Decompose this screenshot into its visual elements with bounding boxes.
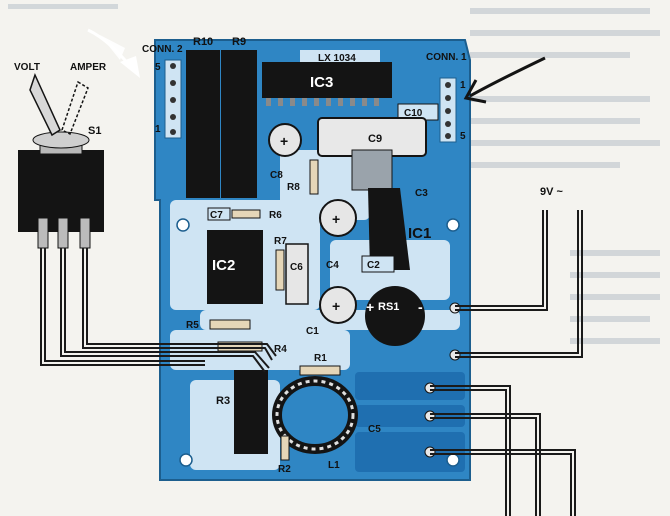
r3-resistor <box>234 370 268 454</box>
volt-label: VOLT <box>14 62 40 73</box>
c7-label: C7 <box>210 210 223 221</box>
r6-label: R6 <box>269 210 282 221</box>
conn2-pin5-label: 5 <box>155 62 161 73</box>
amper-label: AMPER <box>70 62 107 73</box>
l1-label: L1 <box>328 460 340 471</box>
background-text-lines <box>8 4 660 344</box>
ic3-chip <box>262 62 392 98</box>
c7-capacitor <box>207 207 231 221</box>
regulator-heatsink <box>351 149 393 191</box>
s1-label: S1 <box>88 125 101 137</box>
r9-label: R9 <box>232 36 246 48</box>
rs1-label: RS1 <box>378 301 399 313</box>
white-arrow-annotation <box>87 28 140 78</box>
rs1-bridge-rectifier <box>365 286 425 346</box>
c2-capacitor <box>361 255 395 273</box>
r4-label: R4 <box>274 344 287 355</box>
c8-capacitor <box>268 123 302 157</box>
ic2-label: IC2 <box>212 257 235 274</box>
pcb-pads-region <box>355 372 465 472</box>
c4-label: C4 <box>326 260 339 271</box>
r5-label: R5 <box>186 320 199 331</box>
r7-label: R7 <box>274 236 287 247</box>
c4-plus: + <box>332 211 340 227</box>
c3-label: C3 <box>415 188 428 199</box>
c4-capacitor <box>319 199 357 237</box>
conn2-label: CONN. 2 <box>142 44 183 55</box>
r10-label: R10 <box>193 36 213 48</box>
r1-label: R1 <box>314 353 327 364</box>
ic1-label: IC1 <box>408 225 431 242</box>
c1-plus: + <box>332 298 340 314</box>
ic1-regulator <box>368 188 410 270</box>
c8-plus: + <box>280 133 288 149</box>
c2-label: C2 <box>367 260 380 271</box>
r1-resistor <box>299 365 341 376</box>
r5-resistor <box>209 319 251 330</box>
ic2-chip <box>207 230 263 304</box>
c6-label: C6 <box>290 262 303 273</box>
c6-capacitor <box>285 243 309 305</box>
ic3-label: IC3 <box>310 74 333 91</box>
c1-capacitor <box>319 286 357 324</box>
c5-label: C5 <box>368 424 381 435</box>
black-arrow-annotation <box>463 56 546 104</box>
switch-wires <box>40 248 277 373</box>
rs1-minus: - <box>418 299 423 315</box>
r2-label: R2 <box>278 464 291 475</box>
conn1-label: CONN. 1 <box>426 52 467 63</box>
r2-resistor <box>280 435 290 461</box>
r6-resistor <box>231 209 261 219</box>
c8-label: C8 <box>270 170 283 181</box>
r10-resistor <box>186 50 220 198</box>
r9-resistor <box>221 50 257 198</box>
rs1-plus: + <box>366 299 374 315</box>
c10-label: C10 <box>404 108 423 119</box>
conn2-header <box>164 59 182 139</box>
conn1-pin5-label: 5 <box>460 131 466 142</box>
r3-label: R3 <box>216 395 230 407</box>
c1-label: C1 <box>306 326 319 337</box>
c9-label: C9 <box>368 133 382 145</box>
mounting-holes <box>176 218 460 467</box>
conn2-pin1-label: 1 <box>155 124 161 135</box>
ac-input-wires <box>455 210 583 358</box>
conn1-pin1-label: 1 <box>460 80 466 91</box>
board-code-box <box>300 50 380 64</box>
conn1-header <box>439 77 457 143</box>
r8-resistor <box>309 159 319 195</box>
r8-label: R8 <box>287 182 300 193</box>
board-code: LX 1034 <box>318 53 356 64</box>
l1-inductor <box>272 376 358 454</box>
ic3-pins <box>266 98 379 106</box>
switch-s1 <box>18 72 104 249</box>
ac-input-label: 9V ~ <box>540 186 564 198</box>
r7-resistor <box>275 249 285 291</box>
output-wires <box>430 385 576 516</box>
